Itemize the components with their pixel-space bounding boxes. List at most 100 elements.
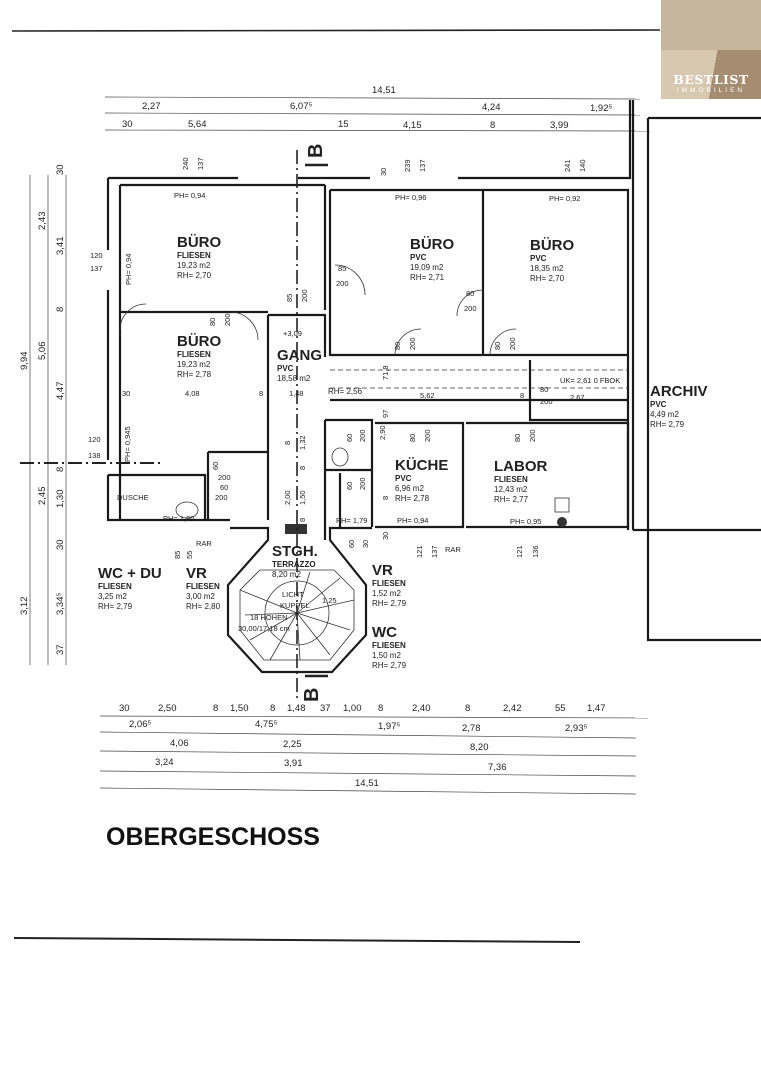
dimension-label: 1,30 [55, 490, 66, 509]
opening-dimension: 200 [218, 473, 231, 482]
dimension-label: 4,47 [55, 382, 66, 401]
plan-annotation: 1,25 [322, 596, 337, 605]
room-floor: FLIESEN [372, 579, 406, 588]
opening-dimension: 200 [215, 493, 228, 502]
walls [106, 100, 761, 674]
floor-title: OBERGESCHOSS [106, 823, 320, 851]
plan-annotation: 8 [259, 389, 263, 398]
dimension-label: 37 [320, 703, 331, 714]
dimension-label: 14,51 [355, 778, 379, 789]
opening-dimension: 136 [531, 545, 540, 558]
room-floor: PVC [530, 254, 547, 263]
opening-dimension: 80 [493, 342, 502, 350]
dimension-label: 55 [555, 703, 566, 714]
opening-dimension: 8 [381, 496, 390, 500]
dimension-label: 5,64 [188, 119, 207, 130]
plan-annotation: 97 [381, 410, 390, 418]
dimension-label: 2,78 [462, 723, 481, 734]
bestlist-logo: BESTLIST IMMOBILIEN [661, 0, 761, 99]
dimension-label: 1,00 [343, 703, 362, 714]
room-floor: FLIESEN [177, 251, 211, 260]
dimension-label: 6,07⁵ [290, 101, 312, 112]
opening-dimension: 85 [338, 264, 346, 273]
vent-icon [557, 517, 567, 527]
opening-dimension: 200 [528, 429, 537, 442]
opening-dimension: 200 [336, 279, 349, 288]
opening-dimension: 80 [408, 434, 417, 442]
opening-dimension: 200 [300, 289, 309, 302]
plan-annotation: PH= 0,94 [397, 516, 428, 525]
room-area: 1,52 m2 [372, 589, 401, 598]
dimension-label: 3,34⁵ [55, 593, 66, 615]
dimension-lines [29, 96, 651, 795]
opening-dimension: 121 [415, 545, 424, 558]
opening-dimension: 85 [173, 551, 182, 559]
opening-dimension: 60 [220, 483, 228, 492]
room-name: KÜCHE [395, 457, 448, 474]
plan-annotation: +3,09 [283, 329, 302, 338]
dimension-label: 4,06 [170, 738, 189, 749]
dimension-label: 8 [55, 307, 66, 312]
plan-annotation: 1,48 [289, 389, 304, 398]
opening-dimension: 60 [347, 540, 356, 548]
room-height: RH= 2,79 [372, 599, 407, 608]
opening-dimension: 137 [90, 264, 103, 273]
opening-dimension: 30 [381, 532, 390, 540]
shaft-icon [554, 497, 570, 513]
dimension-label: 1,97⁵ [378, 721, 400, 732]
plan-annotation: KUPPEL [280, 601, 310, 610]
room-name: WC [372, 624, 397, 641]
dimension-label: 2,06⁵ [129, 719, 151, 730]
opening-dimension: 137 [418, 159, 427, 172]
dimension-label: 8 [213, 703, 218, 714]
dimension-label: 3,24 [155, 757, 174, 768]
plan-annotation: PH= 1,80 [163, 514, 194, 523]
plan-annotation: PH= 0,96 [395, 193, 426, 202]
opening-dimension: 80 [540, 385, 548, 394]
room-name: LABOR [494, 458, 547, 475]
dimension-label: 1,48 [287, 703, 306, 714]
opening-dimension: 8 [283, 441, 292, 445]
room-area: 4,49 m2 [650, 410, 679, 419]
room-name: STGH. [272, 543, 318, 560]
dimension-label: 2,93⁵ [565, 723, 587, 734]
dimension-label: 4,24 [482, 102, 501, 113]
opening-dimension: 138 [88, 451, 101, 460]
room-area: 3,00 m2 [186, 592, 215, 601]
room-area: 19,23 m2 [177, 360, 211, 369]
opening-dimension: 137 [430, 545, 439, 558]
room-name: VR [186, 565, 207, 582]
opening-dimension: 200 [358, 429, 367, 442]
bottom-rule [13, 937, 581, 943]
plan-annotation: 5,62 [420, 391, 435, 400]
dimension-label: 1,47 [587, 703, 606, 714]
ladder-hatch-icon [285, 524, 307, 534]
opening-dimension: 8 [298, 466, 307, 470]
room-floor: FLIESEN [494, 475, 528, 484]
opening-dimension: 140 [578, 159, 587, 172]
room-area: 18,58 m2 [277, 374, 311, 383]
plan-annotation: PH= 0,945 [123, 426, 132, 462]
dimension-label: 5,06 [37, 342, 48, 361]
logo-brand: BESTLIST [673, 72, 749, 87]
dimension-label: 2,40 [412, 703, 431, 714]
opening-dimension: 241 [563, 159, 572, 172]
dimension-label: 3,12 [19, 597, 30, 616]
plan-annotation: 30 [122, 389, 130, 398]
room-name: BÜRO [410, 236, 454, 253]
opening-dimension: 1,32 [298, 435, 307, 450]
dimension-label: 37 [55, 644, 66, 655]
room-height: RH= 2,78 [395, 494, 430, 503]
opening-dimension: 60 [345, 434, 354, 442]
opening-dimension: 137 [196, 157, 205, 170]
washbasin-icon [175, 501, 199, 519]
dimension-label: 8 [270, 703, 275, 714]
room-height: RH= 2,56 [328, 387, 363, 396]
dimension-label: 2,45 [37, 487, 48, 506]
opening-dimension: 200 [423, 429, 432, 442]
room-height: RH= 2,71 [410, 273, 445, 282]
plan-annotation: UK= 2,61 0 FBOK [560, 376, 620, 385]
room-area: 1,50 m2 [372, 651, 401, 660]
dimension-label: 8 [465, 703, 470, 714]
room-name: ARCHIV [650, 383, 708, 400]
